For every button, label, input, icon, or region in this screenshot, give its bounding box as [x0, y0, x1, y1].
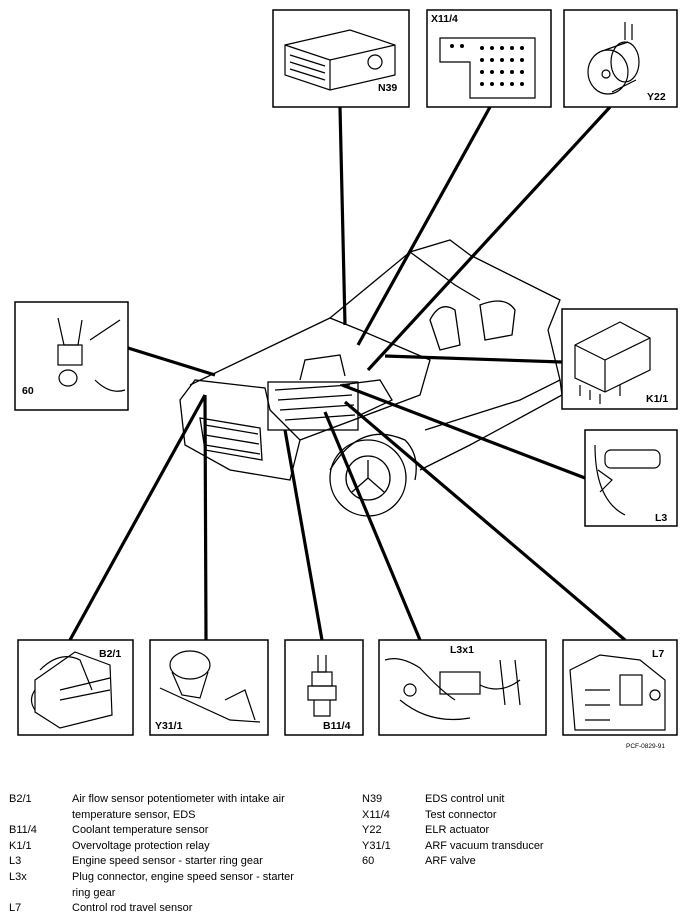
figure-reference: PCF-0829-91	[626, 743, 665, 750]
legend-code: L3	[9, 855, 22, 868]
legend-description: Test connector	[425, 808, 497, 821]
legend-code: L3x	[9, 870, 27, 883]
b2-1-air-flow-sensor-illustration	[30, 651, 113, 729]
x11-4-connector-illustration	[439, 37, 536, 99]
legend-entry: B11/4 Coolant temperature sensor	[9, 823, 312, 839]
inset-n39	[272, 9, 410, 108]
legend-description: Control rod travel sensor	[72, 902, 193, 915]
leader-l7	[343, 400, 627, 642]
y22-actuator-illustration	[587, 22, 640, 95]
label-l3x1: L3x1	[450, 644, 474, 656]
inset-b2-1	[17, 639, 134, 736]
legend-code: B11/4	[9, 824, 37, 837]
arf-valve-illustration	[57, 317, 126, 392]
legend-entry: L3 Engine speed sensor - starter ring gea…	[9, 854, 312, 870]
leader-k1-1	[384, 354, 563, 364]
inset-60	[14, 301, 129, 411]
b11-4-coolant-sensor-illustration	[307, 655, 337, 717]
n39-control-unit-illustration	[284, 29, 396, 91]
leader-x11-4	[356, 106, 492, 346]
label-n39: N39	[378, 82, 397, 94]
legend-description: ARF valve	[425, 855, 476, 868]
vehicle-outline	[179, 239, 563, 517]
legend-entry: K1/1 Overvoltage protection relay	[9, 839, 312, 855]
legend-entry: X11/4 Test connector	[362, 808, 625, 824]
y31-1-vacuum-transducer-illustration	[159, 650, 261, 723]
legend-description: Air flow sensor potentiometer with intak…	[72, 793, 285, 821]
leader-l3	[341, 383, 586, 480]
legend-code: Y22	[362, 824, 382, 837]
legend-entry: L7 Control rod travel sensor	[9, 901, 312, 917]
legend-entry: 60 ARF valve	[362, 854, 625, 870]
inset-y31-1	[149, 639, 269, 736]
legend-code: Y31/1	[362, 839, 391, 852]
legend-code: B2/1	[9, 793, 32, 805]
legend-left-column: B2/1 Air flow sensor potentiometer with i…	[9, 792, 312, 917]
inset-x11-4	[426, 9, 552, 108]
leader-n39	[338, 106, 347, 326]
inset-b11-4	[284, 639, 364, 736]
label-60: 60	[22, 385, 34, 397]
legend-entry: Y31/1 ARF vacuum transducer	[362, 839, 625, 855]
label-l7: L7	[652, 648, 664, 660]
legend-entry: B2/1 Air flow sensor potentiometer with i…	[9, 792, 312, 823]
leader-b2-1	[68, 394, 207, 641]
legend-code: L7	[9, 902, 22, 915]
inset-y22	[563, 9, 678, 108]
legend-description: Plug connector, engine speed sensor - st…	[72, 870, 294, 899]
legend-code: K1/1	[9, 839, 32, 852]
legend-description: ELR actuator	[425, 824, 490, 837]
leader-60	[127, 346, 216, 377]
label-y22: Y22	[647, 91, 666, 103]
leader-lines	[68, 105, 627, 642]
l3-sensor-illustration	[594, 444, 661, 516]
legend-entry: Y22 ELR actuator	[362, 823, 625, 839]
label-y31-1: Y31/1	[155, 720, 183, 732]
inset-l3	[584, 429, 678, 527]
leader-y22	[366, 105, 612, 372]
label-x11-4: X11/4	[431, 13, 458, 25]
leader-b11-4	[283, 429, 324, 641]
legend-code: 60	[362, 855, 375, 868]
legend-description: Coolant temperature sensor	[72, 824, 209, 837]
label-l3: L3	[655, 512, 667, 524]
leader-y31-1	[203, 394, 208, 641]
legend-description: Overvoltage protection relay	[72, 839, 210, 852]
label-k1-1: K1/1	[646, 393, 668, 405]
legend-code: N39	[362, 793, 383, 805]
legend-code: X11/4	[362, 808, 390, 821]
leader-l3x1	[323, 411, 422, 641]
l7-rod-travel-sensor-illustration	[569, 654, 666, 731]
legend-entry: N39 EDS control unit	[362, 792, 625, 808]
component-location-diagram: N39 X11/4 Y22 60 K1/1 L3 B2/1 Y31/1 B11/…	[14, 9, 678, 750]
legend-description: Engine speed sensor - starter ring gear	[72, 855, 263, 868]
l3x1-plug-connector-illustration	[384, 658, 521, 721]
label-b2-1: B2/1	[99, 648, 121, 660]
legend-description: ARF vacuum transducer	[425, 839, 544, 852]
legend-entry: L3x Plug connector, engine speed sensor -…	[9, 870, 312, 901]
legend-description: EDS control unit	[425, 793, 505, 805]
k1-1-relay-illustration	[574, 321, 651, 404]
label-b11-4: B11/4	[323, 720, 351, 732]
